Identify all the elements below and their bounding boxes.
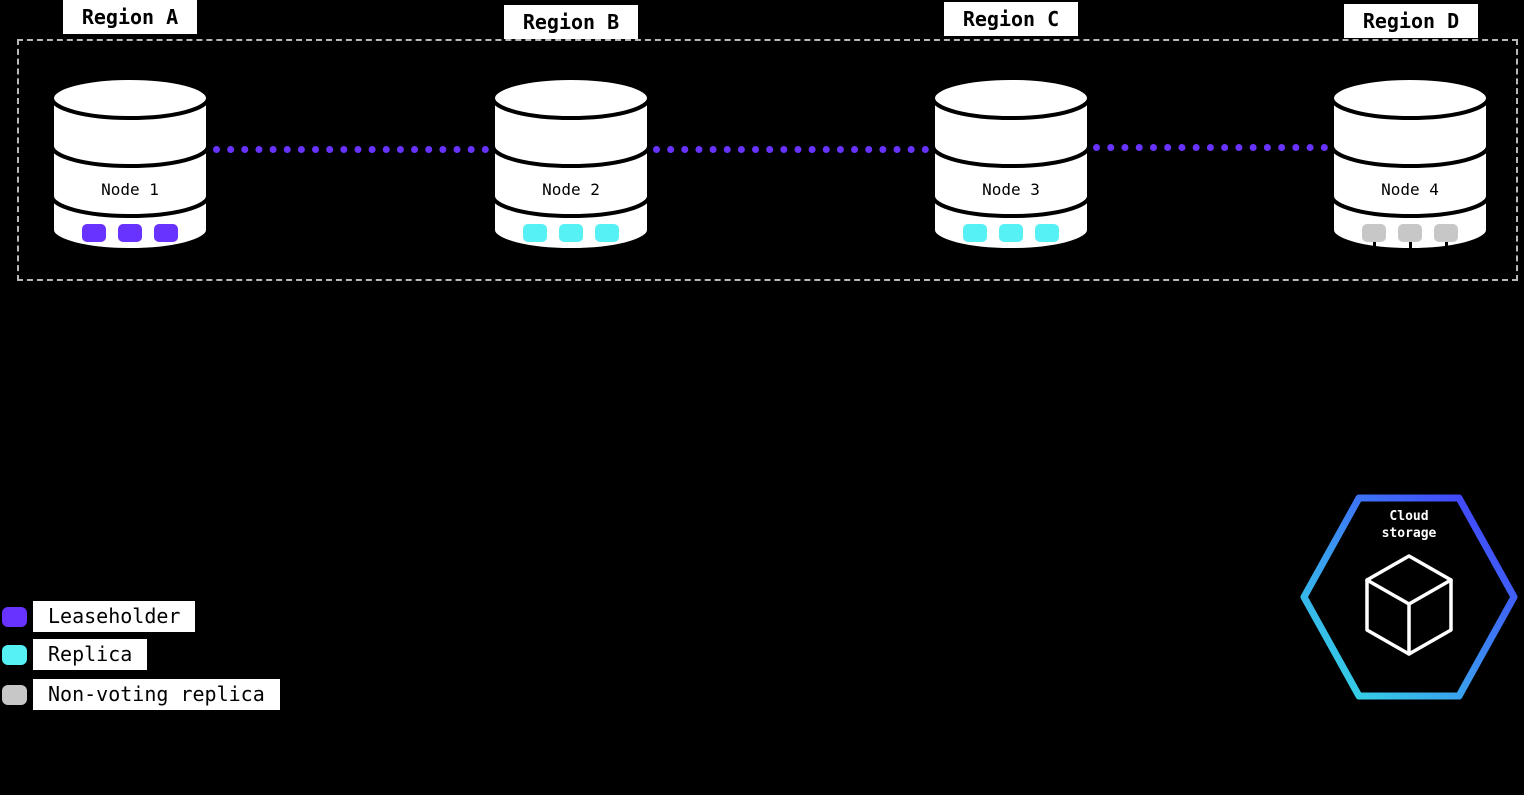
node-1: Node 1 <box>49 76 211 256</box>
database-cylinder-icon <box>1330 76 1490 252</box>
non-voting-replica-square <box>1434 224 1458 242</box>
region-label-a: Region A <box>63 0 197 34</box>
cloud-storage: Cloud storage <box>1300 494 1518 700</box>
region-label-c: Region C <box>944 2 1078 36</box>
legend-item-non-voting-replica: Non-voting replica <box>2 679 280 710</box>
connector-node1-node2 <box>213 146 489 153</box>
storage-link-line <box>1445 242 1448 255</box>
legend-item-leaseholder: Leaseholder <box>2 601 196 632</box>
replica-square <box>963 224 987 242</box>
replica-square <box>523 224 547 242</box>
storage-link-line <box>1409 242 1412 255</box>
database-cylinder-icon <box>50 76 210 252</box>
database-cylinder-icon <box>931 76 1091 252</box>
replica-square <box>999 224 1023 242</box>
legend-label: Replica <box>33 639 148 670</box>
cloud-storage-hexagon-icon <box>1300 494 1518 700</box>
region-label-d: Region D <box>1344 4 1478 38</box>
legend-label: Leaseholder <box>33 601 196 632</box>
cloud-storage-label: Cloud storage <box>1381 509 1437 541</box>
replica-row <box>49 224 211 242</box>
replica-row <box>1329 224 1491 242</box>
replica-square <box>595 224 619 242</box>
replica-row <box>490 224 652 242</box>
leaseholder-square <box>154 224 178 242</box>
replica-row <box>930 224 1092 242</box>
replica-swatch <box>2 644 27 665</box>
leaseholder-square <box>118 224 142 242</box>
non-voting-replica-square <box>1398 224 1422 242</box>
legend-label: Non-voting replica <box>33 679 280 710</box>
non-voting-replica-square <box>1362 224 1386 242</box>
node-2: Node 2 <box>490 76 652 256</box>
replica-square <box>559 224 583 242</box>
database-cylinder-icon <box>491 76 651 252</box>
regions-boundary-box <box>17 39 1518 281</box>
connector-node3-node4 <box>1093 144 1328 151</box>
node-3: Node 3 <box>930 76 1092 256</box>
storage-link-line <box>1373 242 1376 255</box>
legend-item-replica: Replica <box>2 639 148 670</box>
region-label-b: Region B <box>504 5 638 39</box>
node-label: Node 2 <box>542 180 600 199</box>
connector-node2-node3 <box>653 146 929 153</box>
node-label: Node 1 <box>101 180 159 199</box>
leaseholder-swatch <box>2 606 27 627</box>
replica-square <box>1035 224 1059 242</box>
node-label: Node 3 <box>982 180 1040 199</box>
cube-icon <box>1365 554 1453 656</box>
non-voting-replica-swatch <box>2 684 27 705</box>
node-4: Node 4 <box>1329 76 1491 256</box>
node-label: Node 4 <box>1381 180 1439 199</box>
leaseholder-square <box>82 224 106 242</box>
